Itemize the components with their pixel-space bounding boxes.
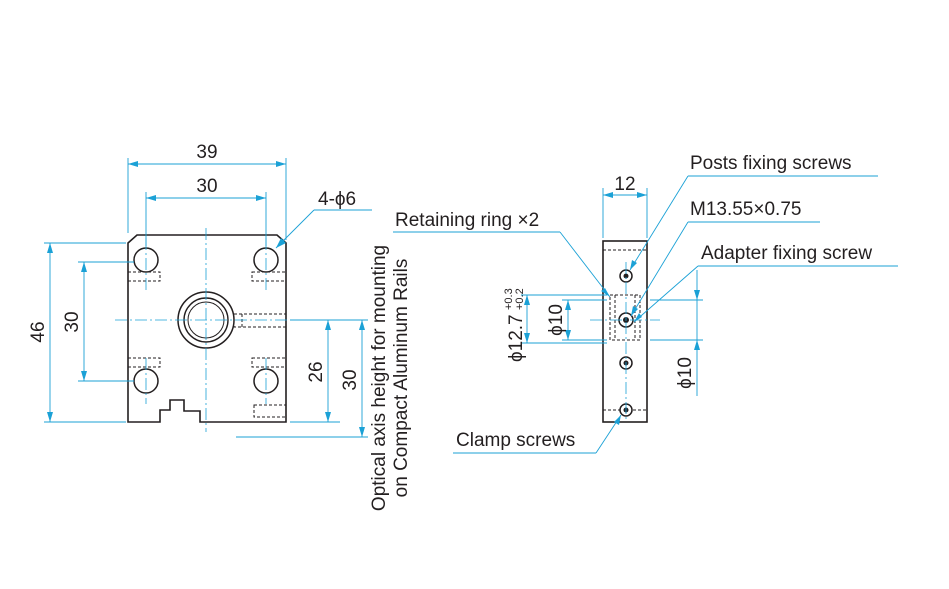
callout-clamp-screws: Clamp screws [453, 414, 622, 454]
dim-dia-10-left: ϕ10 [546, 299, 607, 341]
adapter-fixing-screw-label: Adapter fixing screw [701, 243, 872, 264]
callout-adapter-fixing-screw: Adapter fixing screw [633, 243, 898, 323]
dim-axis-26-label: 26 [306, 361, 327, 382]
dim-dia-127-tol-lower: +0.2 [514, 288, 526, 310]
dim-height-outer: 46 [28, 242, 126, 423]
dim-dia-10-right-label: ϕ10 [675, 357, 696, 389]
dim-height-outer-label: 46 [28, 321, 49, 342]
posts-fixing-screws-label: Posts fixing screws [690, 153, 852, 174]
front-hidden-lines [127, 271, 287, 418]
dim-width-outer: 39 [127, 142, 287, 240]
hole-callout-label: 4-ϕ6 [318, 189, 356, 210]
front-center-lines [115, 228, 300, 432]
axis-note-line2: on Compact Aluminum Rails [391, 259, 412, 498]
side-view: 12 ϕ12.7 +0.3 +0.2 ϕ10 [393, 153, 898, 454]
callout-retaining-ring: Retaining ring ×2 [393, 210, 611, 298]
retaining-ring-label: Retaining ring ×2 [395, 210, 539, 231]
dim-dia-127-label: ϕ12.7 [506, 314, 527, 362]
dim-height-holes-label: 30 [62, 311, 83, 332]
dim-dia-10-right: ϕ10 [650, 270, 703, 396]
dim-width-outer-label: 39 [196, 142, 217, 163]
dim-height-holes: 30 [62, 261, 134, 382]
thread-spec-label: M13.55×0.75 [690, 199, 801, 220]
dim-dia-127: ϕ12.7 +0.3 +0.2 [503, 288, 607, 362]
clamp-screws-label: Clamp screws [456, 430, 575, 451]
dim-width-holes: 30 [145, 176, 267, 246]
callout-posts-fixing-screws: Posts fixing screws [629, 153, 878, 271]
dim-axis-30-label: 30 [340, 369, 361, 390]
dim-thickness: 12 [602, 174, 648, 238]
dim-width-holes-label: 30 [196, 176, 217, 197]
hole-callout: 4-ϕ6 [275, 189, 372, 249]
dim-axis-height: 26 30 [236, 319, 368, 438]
dim-dia-127-tol-upper: +0.3 [503, 288, 515, 310]
axis-note-line1: Optical axis height for mounting [369, 245, 390, 511]
dim-thickness-label: 12 [614, 174, 635, 195]
dim-dia-10-left-label: ϕ10 [546, 304, 567, 336]
front-view: 39 30 4-ϕ6 46 [28, 142, 412, 511]
callout-thread-spec: M13.55×0.75 [630, 199, 820, 317]
